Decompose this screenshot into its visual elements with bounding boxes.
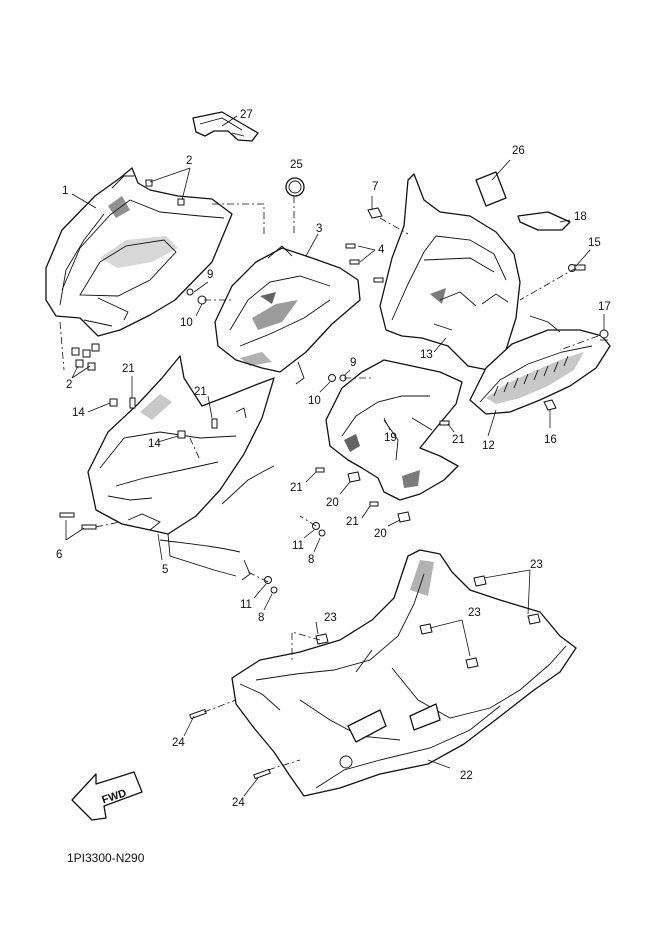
part-12-side-cover (469, 315, 611, 415)
callout-numbers: 27 2 1 25 26 7 18 3 4 15 9 10 17 2 13 9 … (56, 109, 611, 809)
callout-11-a: 11 (292, 540, 304, 552)
part-20-clips (347, 471, 411, 523)
callout-23-c: 23 (324, 612, 337, 624)
part-27-bracket (192, 111, 259, 142)
callout-16: 16 (544, 434, 557, 446)
callout-21-b: 21 (194, 386, 207, 398)
part-26-label-plate (475, 171, 507, 207)
callout-12: 12 (482, 440, 495, 452)
part-1-front-cover (45, 167, 233, 337)
part-22-under-cover (231, 549, 577, 797)
part-25-ring (285, 177, 305, 197)
callout-13: 13 (420, 349, 433, 361)
callout-5: 5 (162, 564, 168, 576)
fwd-arrow: FWD (71, 771, 143, 821)
callout-9-upper: 9 (207, 269, 213, 281)
callout-1: 1 (62, 185, 68, 197)
callout-21-a: 21 (122, 363, 135, 375)
callout-23-b: 23 (468, 607, 481, 619)
part-5-lower-cover (87, 355, 275, 581)
part-7-clip (367, 207, 383, 219)
part-4-bolts (345, 243, 384, 283)
callout-2-bottom: 2 (66, 379, 72, 391)
callout-6: 6 (56, 549, 62, 561)
callout-24-b: 24 (232, 797, 245, 809)
part-13-inner-panel (379, 173, 521, 371)
part-19-inner-duct (325, 359, 463, 501)
part-23-clips (315, 575, 541, 669)
part-9-10-fasteners-middle (328, 374, 347, 382)
callout-10-upper: 10 (180, 317, 193, 329)
clip-group-2-top (145, 179, 185, 206)
callout-14-a: 14 (72, 407, 85, 419)
callout-25: 25 (290, 159, 303, 171)
callout-9-middle: 9 (350, 357, 356, 369)
callout-11-b: 11 (240, 599, 252, 611)
clip-group-2-bottom (71, 343, 100, 371)
callout-23-a: 23 (530, 559, 543, 571)
callout-21-e: 21 (346, 516, 359, 528)
callout-19: 19 (384, 432, 397, 444)
callout-26: 26 (512, 145, 525, 157)
callout-20-b: 20 (374, 528, 387, 540)
part-6-screws (59, 512, 97, 530)
part-14-clips (109, 398, 186, 439)
callout-15: 15 (588, 237, 601, 249)
callout-4: 4 (378, 244, 385, 256)
diagram-code: 1PI3300-N290 (67, 851, 145, 865)
part-21-screws-left (129, 397, 218, 429)
callout-22: 22 (460, 770, 473, 782)
callout-8-b: 8 (258, 612, 264, 624)
leader-lines (65, 115, 605, 797)
callout-7: 7 (372, 181, 378, 193)
callout-24-a: 24 (172, 737, 185, 749)
callout-8-a: 8 (308, 554, 314, 566)
callout-27: 27 (240, 109, 253, 121)
callout-3: 3 (316, 223, 322, 235)
callout-17: 17 (598, 301, 611, 313)
callout-18: 18 (574, 211, 587, 223)
assembly-lines (59, 196, 599, 771)
callout-21-c: 21 (452, 434, 465, 446)
part-16-clip (543, 399, 557, 411)
callout-20-a: 20 (326, 497, 339, 509)
part-18-trim (517, 211, 571, 231)
part-8-11-fasteners (264, 522, 326, 594)
part-3-inner-cover (214, 245, 361, 385)
part-9-10-fasteners-upper (186, 288, 207, 305)
callout-14-b: 14 (148, 438, 161, 450)
callout-10-middle: 10 (308, 395, 321, 407)
part-21-screws-right (315, 420, 450, 507)
callout-2-top: 2 (186, 155, 192, 167)
callout-21-d: 21 (290, 482, 303, 494)
